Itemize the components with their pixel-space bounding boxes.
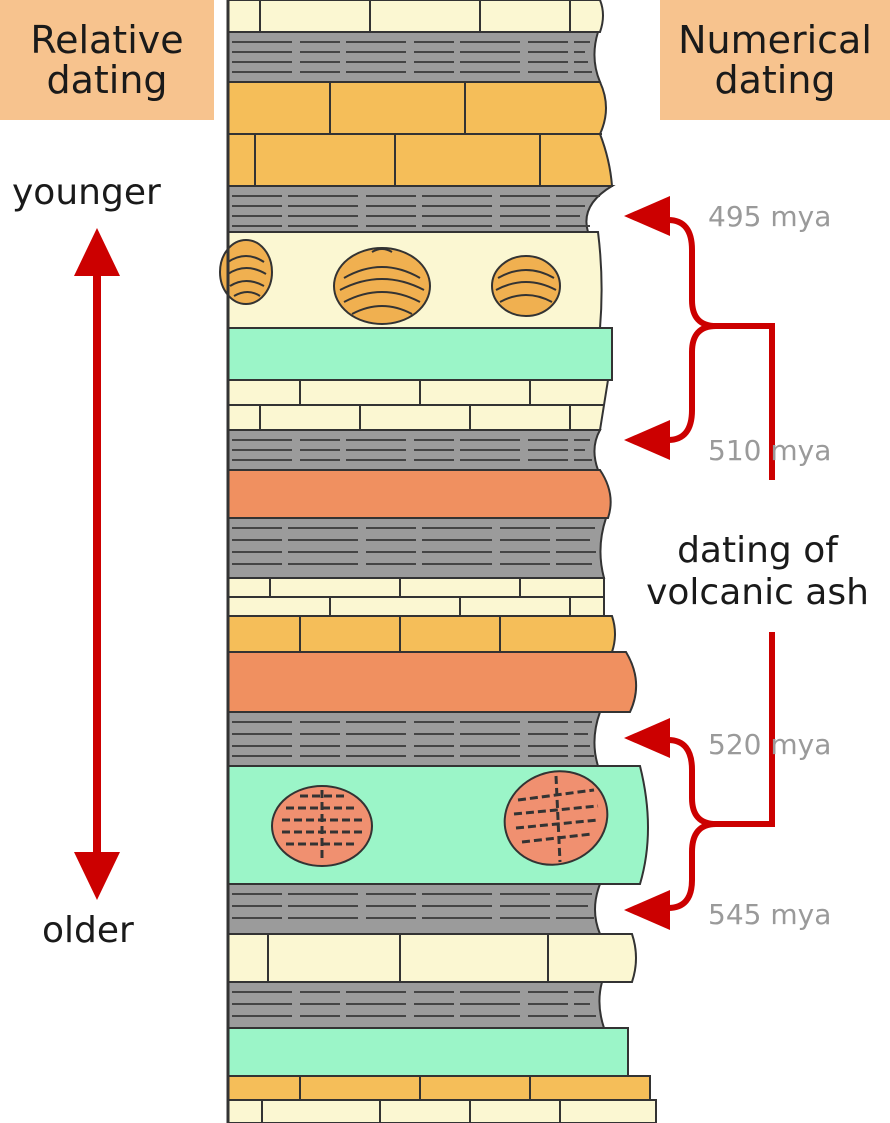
arrow-head-520 <box>624 718 670 758</box>
relative-dating-header-line1: Relative <box>30 18 184 62</box>
numerical-dating-header-line1: Numerical <box>678 18 872 62</box>
layer-volcanic-ash-1 <box>227 469 612 519</box>
layer-brachiopod-limestone <box>219 231 603 329</box>
numerical-dating-header-line2: dating <box>714 58 836 102</box>
arrow-head-545 <box>624 890 670 930</box>
layer-shale-6 <box>227 883 602 935</box>
layer-sandstone-1 <box>227 81 614 187</box>
age-label-545: 545 mya <box>708 898 832 931</box>
layer-volcanic-ash-2 <box>227 651 638 713</box>
layer-cream-brick-4 <box>227 933 637 983</box>
volcanic-ash-label-line1: dating of <box>677 530 838 571</box>
trilobite-fossil-2 <box>503 770 609 866</box>
layer-shale-4 <box>227 517 608 579</box>
layer-sandstone-3 <box>227 1075 651 1101</box>
relative-dating-header-line2: dating <box>46 58 168 102</box>
layer-cream-brick-2 <box>227 379 610 431</box>
relative-dating-header: Relative dating <box>0 0 214 120</box>
layer-green-2 <box>227 1027 629 1077</box>
age-label-510: 510 mya <box>708 434 832 467</box>
relative-age-arrow <box>74 228 120 900</box>
layer-cream-brick-top <box>227 0 604 33</box>
arrow-head-495 <box>624 196 670 236</box>
arrow-head-510 <box>624 420 670 460</box>
age-label-520: 520 mya <box>708 728 832 761</box>
layer-trilobite-green <box>227 765 649 885</box>
layer-shale-5 <box>227 711 602 767</box>
ash-bracket-lower <box>667 632 775 911</box>
layer-cream-brick-3 <box>227 577 605 617</box>
younger-label: younger <box>12 172 161 213</box>
ash-bracket-upper <box>667 217 775 480</box>
layer-shale-7 <box>227 981 606 1029</box>
volcanic-ash-label-line2: volcanic ash <box>646 572 869 613</box>
rock-column <box>219 0 657 1123</box>
volcanic-ash-label: dating of volcanic ash <box>625 530 890 614</box>
brachiopod-fossil-2 <box>333 247 431 325</box>
trilobite-fossil-1 <box>271 785 373 867</box>
layer-shale-2 <box>227 185 616 233</box>
brachiopod-fossil-1 <box>219 239 273 305</box>
age-label-495: 495 mya <box>708 200 832 233</box>
brachiopod-fossil-3 <box>491 255 561 317</box>
numerical-dating-header: Numerical dating <box>660 0 890 120</box>
older-label: older <box>42 910 134 951</box>
layer-shale-1 <box>227 31 602 83</box>
layer-shale-3 <box>227 429 602 471</box>
layer-green-1 <box>227 327 613 381</box>
layer-sandstone-2 <box>227 615 616 653</box>
layer-cream-brick-bottom <box>227 1099 657 1123</box>
